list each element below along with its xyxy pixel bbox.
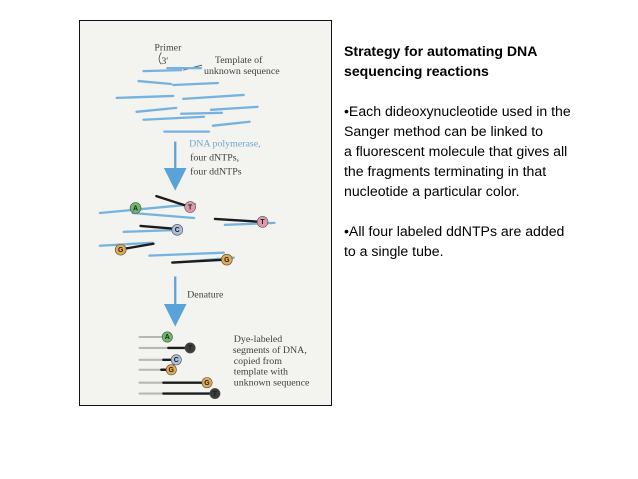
t-fragment-label: T [188,345,193,352]
t-fragment-circle [209,388,221,400]
dna-sequencing-diagram: Primer 3′ Template of unknown sequence D… [98,42,310,400]
template-strand [211,120,251,127]
a-fragment-label: A [165,334,170,341]
t-terminator-circle [256,216,269,228]
c-fragment-circle [170,354,182,366]
dye-label-line3: copied from [234,356,282,367]
g-fragment-label: G [204,380,209,387]
t-terminator-circle [184,201,196,213]
three-prime-label: 3′ [161,56,168,67]
c-terminator-label: C [175,227,180,234]
primer-label: Primer [154,42,182,53]
labeled-fragment [139,224,177,231]
template-strand [142,115,206,121]
template-strand [182,93,245,101]
template-strand [137,79,173,86]
bullet-paragraph: •All four labeled ddNTPs are added to a … [344,223,565,259]
c-fragment-label: C [174,357,179,364]
labeled-fragment [213,217,264,224]
reagents-line1: DNA polymerase, [189,139,261,150]
g-fragment-circle [201,377,213,389]
reagents-line3: four ddNTPs [190,166,242,177]
denature-label: Denature [187,289,224,300]
a-terminator-circle [129,202,142,214]
template-strand [135,106,178,113]
template-label-line1: Template of [215,55,263,66]
template-strand [209,105,259,111]
slide-text-panel: Strategy for automating DNA sequencing r… [344,41,622,281]
dna-sequencing-figure: Primer 3′ Template of unknown sequence D… [79,20,332,406]
t-terminator-label: T [188,204,193,211]
template-strand [98,202,197,215]
dye-label-line5: unknown sequence [234,378,310,389]
g-terminator-label: G [118,247,123,254]
g-fragment-label: G [169,367,174,374]
template-strand [131,211,196,220]
bullet-paragraph: •Each dideoxynucleotide used in the Sang… [344,103,571,199]
template-strand [122,228,182,233]
dye-label-line2: segments of DNA, [233,345,307,356]
template-label-line2: unknown sequence [204,66,280,77]
t-fragment-label: T [213,391,218,398]
slide-title: Strategy for automating DNA sequencing r… [344,43,538,79]
template-strand [98,241,154,247]
a-fragment-circle [161,331,173,343]
c-terminator-circle [171,224,183,236]
g-terminator-label: G [224,257,229,264]
dye-label-line1: Dye-labeled [234,334,282,345]
template-strand [180,111,224,115]
g-terminator-circle [221,253,233,266]
g-fragment-circle [165,364,177,376]
template-strand [115,94,175,100]
template-strand [172,81,220,87]
a-terminator-label: A [133,205,138,212]
primer-strand [142,68,183,73]
labeled-fragment [123,242,155,250]
dye-label-line4: template with [234,367,288,378]
primer-pointer [158,52,162,65]
reagents-line2: four dNTPs, [190,152,239,163]
t-terminator-label: T [260,219,265,226]
template-strand [148,251,225,257]
labeled-fragment [171,258,227,264]
g-terminator-circle [114,243,127,256]
t-fragment-circle [184,342,196,354]
labeled-fragment [155,194,192,209]
